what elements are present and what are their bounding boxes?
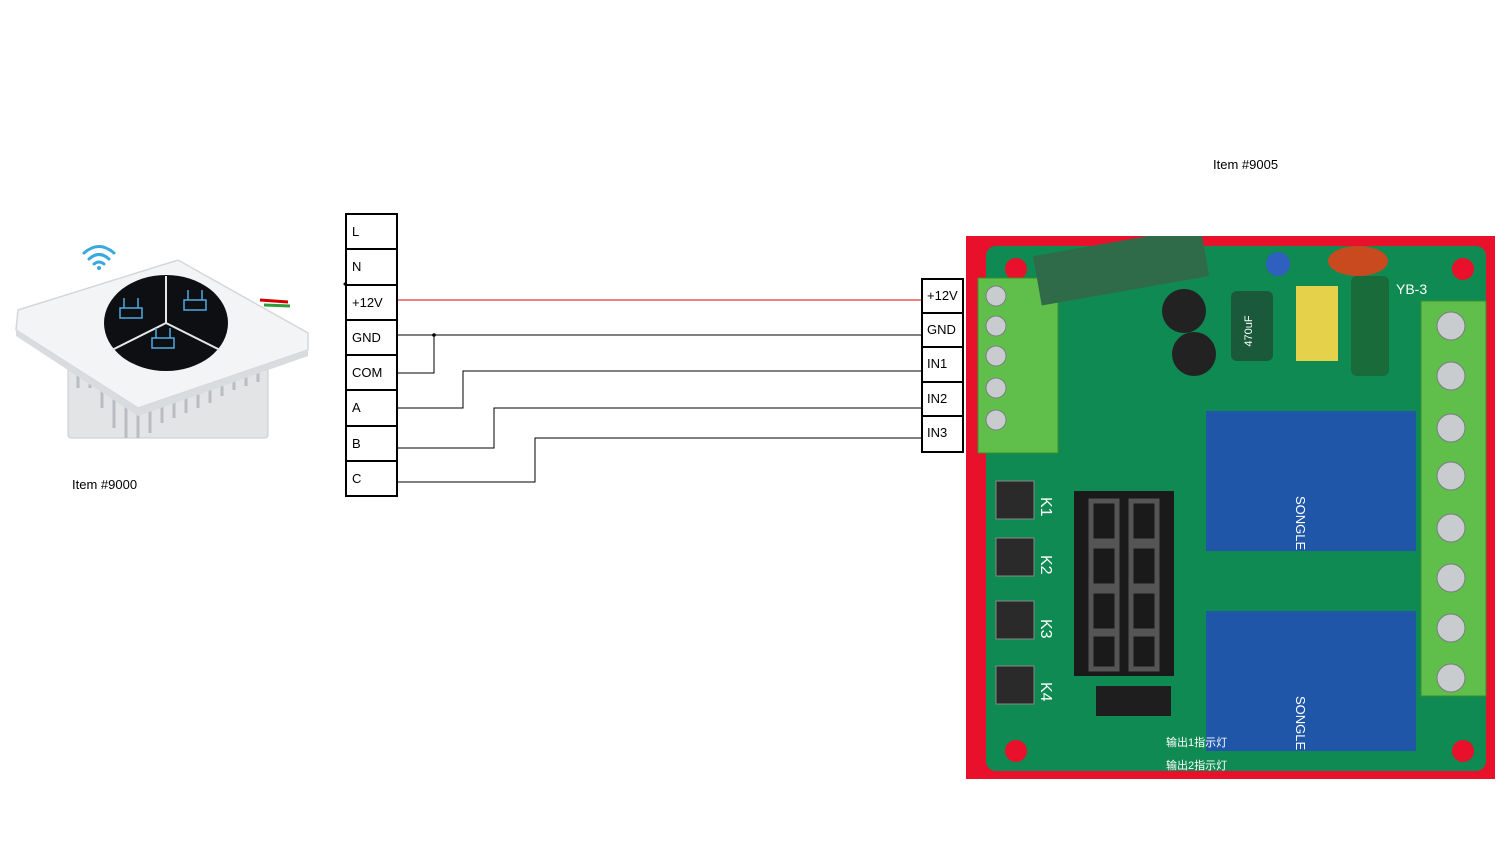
board-terminal-in1: IN1 [923, 348, 962, 383]
terminal-b: B [347, 427, 396, 462]
wire-c-in3 [398, 437, 921, 483]
wire-com-gnd [398, 335, 435, 374]
board-model: YB-3 [1396, 281, 1427, 297]
terminal-n: N [347, 250, 396, 286]
board-terminal-gnd: GND [923, 314, 962, 349]
terminal-gnd: GND [347, 321, 396, 356]
button-k1-label: K1 [1037, 497, 1054, 517]
relay-2: SONGLE [1206, 611, 1416, 751]
button-k3-label: K3 [1037, 619, 1054, 639]
board-terminal-12v: +12V [923, 280, 962, 315]
svg-text:SONGLE: SONGLE [1293, 496, 1308, 551]
terminal-l: L [347, 215, 396, 251]
relay-1: SONGLE [1206, 411, 1416, 551]
wire-b-in2 [398, 407, 921, 449]
button-k2-label: K2 [1037, 555, 1054, 575]
switch-caption: Item #9000 [72, 477, 138, 492]
wire-a-in1 [398, 370, 921, 409]
svg-text:SONGLE: SONGLE [1293, 696, 1308, 751]
led2-label: 输出2指示灯 [1166, 758, 1227, 772]
button-k4-label: K4 [1037, 682, 1054, 702]
switch-terminal-block: L N +12V GND COM A B C [345, 213, 398, 497]
wifi-icon [82, 245, 116, 270]
board-terminal-block: +12V GND IN1 IN2 IN3 [921, 278, 964, 453]
terminal-12v: +12V [347, 286, 396, 321]
relay-board-image: 470uF YB-3 SONGLE SONGLE K1 K2 K3 K4 [966, 236, 1495, 779]
board-terminal-in2: IN2 [923, 383, 962, 417]
led1-label: 输出1指示灯 [1166, 735, 1227, 749]
terminal-com: COM [347, 356, 396, 392]
wall-switch-image [15, 245, 309, 439]
capacitor-label: 470uF [1243, 315, 1255, 346]
board-terminal-in3: IN3 [927, 424, 948, 440]
board-caption: Item #9005 [1213, 157, 1279, 172]
terminal-c: C [352, 470, 362, 486]
terminal-a: A [347, 391, 396, 427]
junction-dot [432, 333, 436, 337]
touch-panel [104, 275, 228, 371]
